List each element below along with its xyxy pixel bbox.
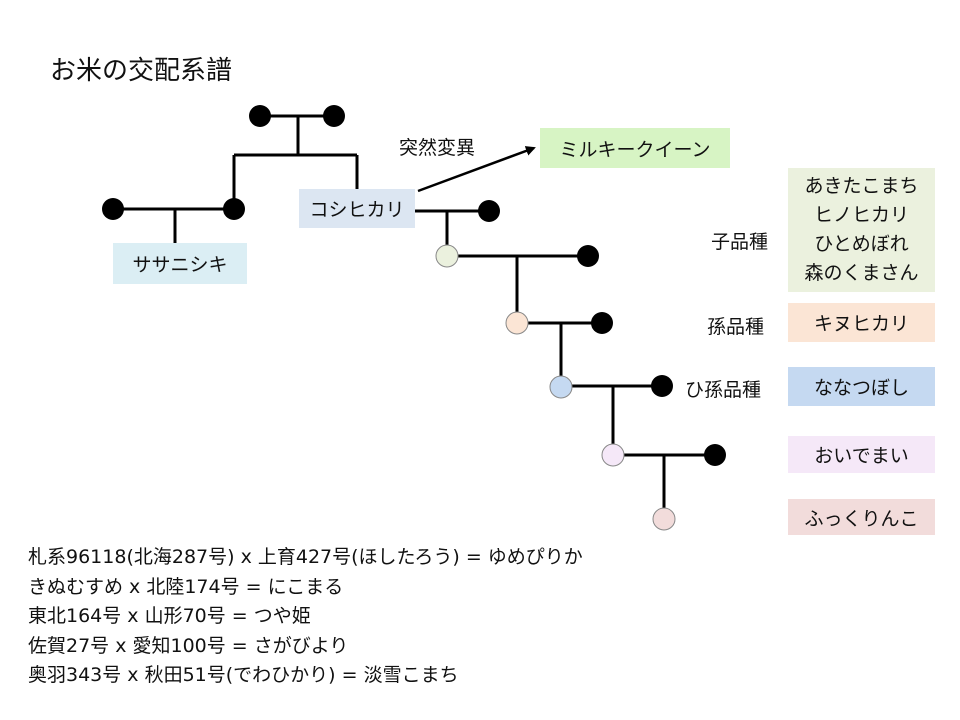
- milky-queen-box: ミルキークイーン: [540, 128, 730, 168]
- great-grandchild-node: [549, 375, 573, 399]
- oidemai-box: おいでまい: [788, 436, 935, 473]
- mutation-arrow: [417, 146, 536, 193]
- child-variety: ひとめぼれ: [814, 233, 909, 255]
- ancestor-node: [102, 198, 124, 220]
- great-grandchild-box: ななつぼし: [788, 367, 935, 406]
- ancestor-node: [249, 105, 271, 127]
- child-varieties-box: あきたこまち ヒノヒカリ ひとめぼれ 森のくまさん: [788, 168, 935, 292]
- sasanishiki-box: ササニシキ: [113, 243, 247, 284]
- fukkurinko-box: ふっくりんこ: [788, 499, 935, 535]
- cross-item: 奥羽343号 x 秋田51号(でわひかり) = 淡雪こまち: [28, 664, 459, 686]
- grandchild-generation-label: 孫品種: [707, 316, 765, 338]
- grandchild-node: [505, 311, 529, 335]
- great-grandchild-generation-label: ひ孫品種: [685, 379, 762, 401]
- parent-node: [591, 312, 613, 334]
- fukkurinko-node: [652, 507, 676, 531]
- ancestor-node: [223, 198, 245, 220]
- cross-list: 札系96118(北海287号) x 上育427号(ほしたろう) = ゆめぴりか …: [28, 543, 583, 691]
- cross-item: 東北164号 x 山形70号 = つや姫: [28, 605, 311, 627]
- child-variety: ヒノヒカリ: [813, 204, 909, 226]
- parent-node: [704, 444, 726, 466]
- parent-node: [478, 200, 500, 222]
- child-variety: あきたこまち: [804, 175, 919, 197]
- koshihikari-box: コシヒカリ: [299, 189, 415, 228]
- ancestor-node: [323, 105, 345, 127]
- child-node: [435, 244, 459, 268]
- cross-item: 札系96118(北海287号) x 上育427号(ほしたろう) = ゆめぴりか: [28, 546, 583, 568]
- oidemai-node: [601, 443, 625, 467]
- parent-node: [577, 245, 599, 267]
- child-variety: 森のくまさん: [804, 262, 919, 284]
- mutation-label: 突然変異: [399, 137, 476, 159]
- grandchild-box: キヌヒカリ: [788, 303, 935, 342]
- child-generation-label: 子品種: [711, 231, 769, 253]
- cross-item: 佐賀27号 x 愛知100号 = さがびより: [28, 634, 349, 657]
- cross-item: きぬむすめ x 北陸174号 = にこまる: [28, 575, 344, 598]
- page-title: お米の交配系譜: [50, 56, 233, 86]
- parent-node: [651, 375, 673, 397]
